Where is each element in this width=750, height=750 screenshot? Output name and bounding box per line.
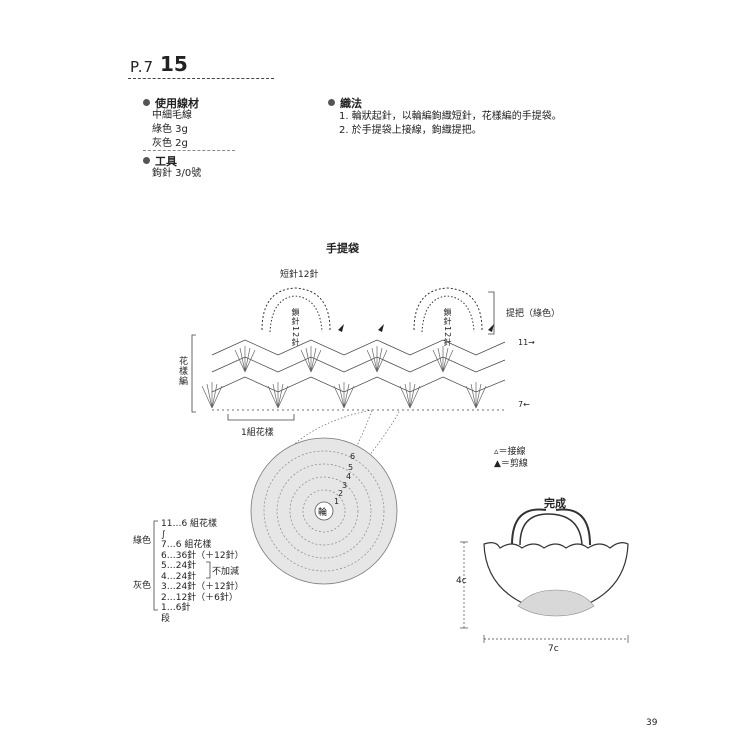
row-marker-11: 11→ <box>518 338 535 347</box>
tools-heading: 工具 <box>143 153 177 169</box>
row-entry: 5…24針 <box>161 561 197 571</box>
gray-color-label: 灰色 <box>133 581 152 591</box>
row-entry: 1…6針 <box>161 603 191 613</box>
label-top-stitches: 短針12針 <box>280 270 319 280</box>
connector-lines <box>289 409 401 471</box>
green-color-label: 綠色 <box>133 536 152 546</box>
material-line: 綠色 3g <box>152 124 188 135</box>
cut-mark-icon <box>488 324 494 332</box>
cut-mark-icon: ▲ <box>494 459 501 469</box>
row-entry: 6…36針（＋12針） <box>161 550 244 561</box>
label-one-motif: 1組花樣 <box>241 428 274 438</box>
row-marker-7: 7← <box>518 400 530 409</box>
legend-cut: ▲＝剪線 <box>494 456 528 469</box>
tool-line: 鉤針 3/0號 <box>152 168 202 179</box>
page-number: 39 <box>646 718 658 728</box>
cut-mark-icon <box>378 324 384 332</box>
row-entry: ∫ <box>161 529 166 540</box>
materials-heading-text: 使用線材 <box>155 97 199 110</box>
row-entry: 3…24針（＋12針） <box>161 582 244 592</box>
handle-bracket <box>488 291 495 335</box>
dimension-lines <box>460 541 629 643</box>
section-divider <box>143 150 235 151</box>
row-entry: 7…6 組花樣 <box>161 540 212 550</box>
bag-diagram-title: 手提袋 <box>326 242 359 255</box>
bullet-icon <box>143 99 150 106</box>
base-row-number: 1 <box>334 497 340 506</box>
method-heading-text: 織法 <box>340 97 362 110</box>
material-line: 灰色 2g <box>152 138 188 149</box>
row-entry: 2…12針（＋6針） <box>161 592 238 603</box>
motif-bracket <box>227 414 295 421</box>
no-increase-label: 不加減 <box>212 567 240 577</box>
tools-heading-text: 工具 <box>155 155 177 168</box>
method-steps: 1. 輪狀起針，以輪編鉤織短針，花樣編的手提袋。 2. 於手提袋上接線，鉤織提把… <box>339 110 562 138</box>
method-step: 2. 於手提袋上接線，鉤織提把。 <box>339 125 482 136</box>
base-row-number: 4 <box>346 472 352 481</box>
label-handle-chain-right: 鎖針12針 <box>443 308 452 348</box>
finished-bag-drawing <box>483 508 629 617</box>
rows-footer: 段 <box>161 613 171 624</box>
no-increase-bracket <box>206 561 211 579</box>
finished-height: 4c <box>456 576 467 586</box>
row-entry: 11…6 組花樣 <box>161 519 218 529</box>
materials-heading: 使用線材 <box>143 95 199 111</box>
rows-list: 11…6 組花樣 ∫ 7…6 組花樣 6…36針（＋12針） 5…24針 4…2… <box>161 519 244 624</box>
rows-bracket <box>153 520 158 611</box>
base-row-number: 5 <box>348 463 354 472</box>
base-center-label: 輪 <box>318 508 328 518</box>
method-heading: 織法 <box>328 95 362 111</box>
method-step: 1. 輪狀起針，以輪編鉤織短針，花樣編的手提袋。 <box>339 111 562 122</box>
tools-list: 鉤針 3/0號 <box>152 167 201 181</box>
bullet-icon <box>328 99 335 106</box>
pattern-bracket <box>191 334 196 413</box>
finished-title: 完成 <box>544 497 566 510</box>
materials-list: 中細毛線 綠色 3g 灰色 2g <box>152 109 192 151</box>
page-reference: P.7 <box>130 58 155 76</box>
legend-join: ▵＝接線 <box>494 444 526 457</box>
base-row-number: 3 <box>342 481 348 490</box>
legend-join-text: ＝接線 <box>498 447 526 457</box>
bullet-icon <box>143 157 150 164</box>
label-pattern-stitch: 花樣編 <box>177 356 187 386</box>
label-handle-green: 提把（綠色） <box>506 309 561 319</box>
base-circle <box>250 437 398 585</box>
material-line: 中細毛線 <box>152 110 192 121</box>
handle-left <box>261 287 331 333</box>
label-handle-chain-left: 鎖針12針 <box>291 308 300 348</box>
base-row-number: 2 <box>338 489 344 498</box>
join-mark-icon: ▵ <box>494 447 499 457</box>
finished-width: 7c <box>548 644 559 654</box>
base-row-number: 6 <box>350 452 356 461</box>
cut-mark-icon <box>338 324 344 332</box>
item-number: 15 <box>160 52 188 76</box>
header-divider <box>128 78 274 79</box>
row-entry: 4…24針 <box>161 571 197 582</box>
handle-right <box>413 287 483 333</box>
legend-cut-text: ＝剪線 <box>500 459 528 469</box>
pattern-fans <box>201 339 506 411</box>
